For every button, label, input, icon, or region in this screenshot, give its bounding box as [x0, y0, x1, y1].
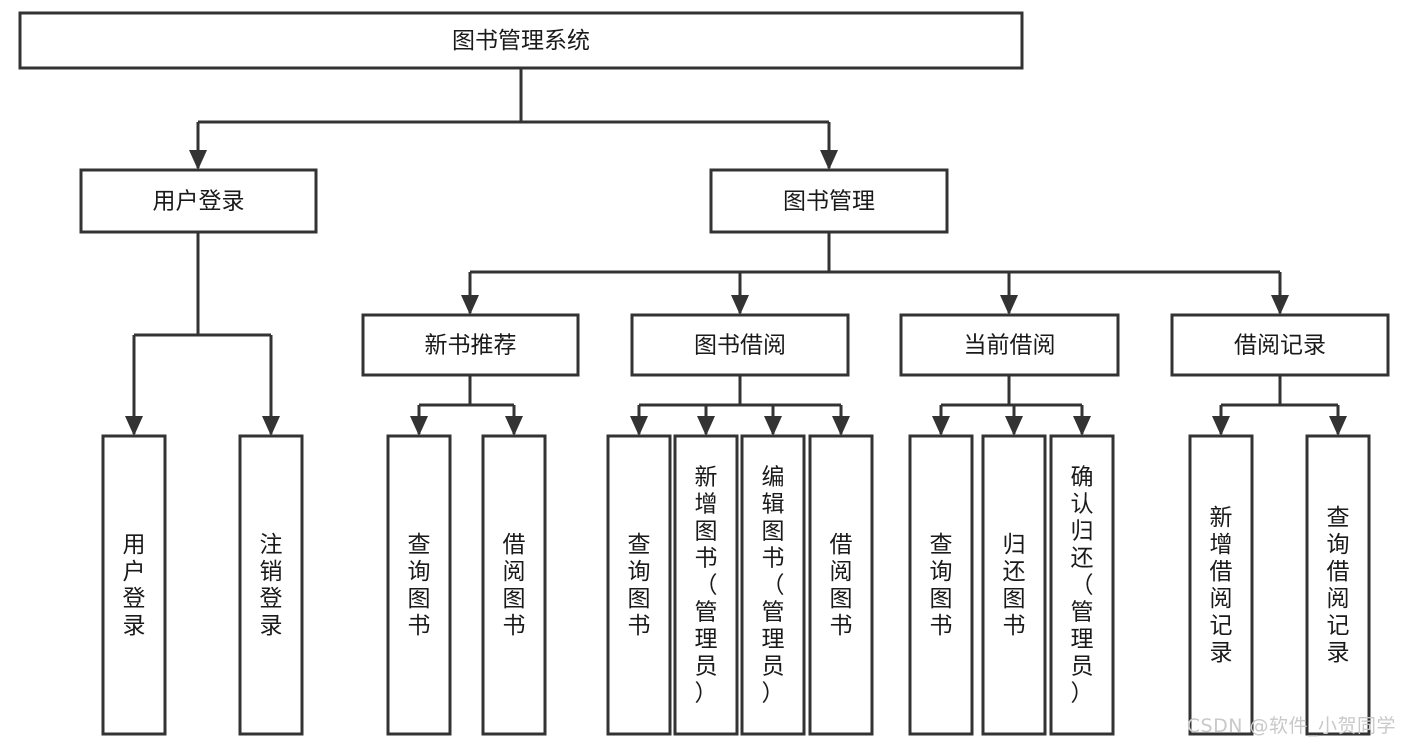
node-label-leaf-borrow-book-rec: 借阅图书: [503, 532, 526, 639]
node-label-leaf-add-borrow-record: 新增借阅记录: [1210, 505, 1233, 666]
node-book-borrow[interactable]: 图书借阅: [630, 313, 850, 377]
node-label-leaf-query-borrow-record: 查询借阅记录: [1327, 505, 1350, 666]
node-leaf-logout[interactable]: 注销登录: [238, 434, 304, 736]
node-label-leaf-query-book-current: 查询图书: [930, 532, 953, 639]
node-leaf-query-book-current[interactable]: 查询图书: [908, 434, 974, 736]
node-box-leaf-query-borrow-record[interactable]: [1305, 434, 1371, 736]
connector-new-book-recommend: [410, 375, 523, 436]
node-box-leaf-logout[interactable]: [238, 434, 304, 736]
connector-current-borrow: [932, 375, 1091, 436]
node-new-book-recommend[interactable]: 新书推荐: [361, 313, 580, 377]
node-label-new-book-recommend: 新书推荐: [425, 333, 517, 359]
connector-book-manage: [461, 232, 1289, 315]
node-box-leaf-user-login[interactable]: [101, 434, 167, 736]
node-leaf-add-borrow-record[interactable]: 新增借阅记录: [1188, 434, 1254, 736]
node-label-leaf-user-login: 用户登录: [123, 532, 146, 639]
node-leaf-user-login[interactable]: 用户登录: [101, 434, 167, 736]
node-label-leaf-query-book-rec: 查询图书: [408, 532, 431, 639]
node-box-leaf-add-borrow-record[interactable]: [1188, 434, 1254, 736]
connectors-layer: [125, 68, 1347, 436]
node-box-user-login[interactable]: [79, 168, 318, 234]
node-leaf-borrow-book[interactable]: 借阅图书: [808, 434, 874, 736]
node-leaf-return-book[interactable]: 归还图书: [981, 434, 1047, 736]
node-box-leaf-edit-book-admin[interactable]: [740, 434, 806, 736]
node-box-leaf-borrow-book[interactable]: [808, 434, 874, 736]
node-leaf-query-borrow-record[interactable]: 查询借阅记录: [1305, 434, 1371, 736]
node-label-leaf-query-book-borrow: 查询图书: [628, 532, 651, 639]
node-borrow-record[interactable]: 借阅记录: [1170, 313, 1390, 377]
node-leaf-add-book-admin[interactable]: 新增图书（管理员）: [673, 434, 739, 736]
node-leaf-confirm-return-admin[interactable]: 确认归还（管理员）: [1049, 434, 1115, 736]
node-book-manage[interactable]: 图书管理: [709, 168, 949, 234]
connector-user-login: [125, 232, 280, 436]
connector-book-borrow: [630, 375, 850, 436]
node-box-leaf-confirm-return-admin[interactable]: [1049, 434, 1115, 736]
node-box-book-borrow[interactable]: [630, 313, 850, 377]
node-label-leaf-logout: 注销登录: [260, 532, 283, 639]
node-user-login[interactable]: 用户登录: [79, 168, 318, 234]
node-label-book-borrow: 图书借阅: [694, 333, 786, 359]
node-label-leaf-add-book-admin: 新增图书（管理员）: [695, 465, 718, 707]
node-box-leaf-borrow-book-rec[interactable]: [481, 434, 547, 736]
nodes-layer: 图书管理系统用户登录图书管理新书推荐图书借阅当前借阅借阅记录用户登录注销登录查询…: [18, 11, 1390, 736]
connector-borrow-record: [1212, 375, 1347, 436]
node-label-leaf-return-book: 归还图书: [1003, 532, 1026, 639]
node-label-leaf-edit-book-admin: 编辑图书（管理员）: [762, 465, 785, 707]
node-label-leaf-confirm-return-admin: 确认归还（管理员）: [1071, 465, 1094, 707]
node-box-book-manage[interactable]: [709, 168, 949, 234]
node-leaf-query-book-borrow[interactable]: 查询图书: [606, 434, 672, 736]
node-box-root[interactable]: [18, 11, 1024, 70]
csdn-watermark: CSDN @软件_小贺同学: [1187, 715, 1396, 737]
node-box-leaf-return-book[interactable]: [981, 434, 1047, 736]
node-leaf-query-book-rec[interactable]: 查询图书: [386, 434, 452, 736]
node-box-leaf-add-book-admin[interactable]: [673, 434, 739, 736]
node-label-borrow-record: 借阅记录: [1234, 333, 1326, 359]
node-current-borrow[interactable]: 当前借阅: [899, 313, 1120, 377]
connector-root: [189, 68, 838, 170]
node-box-leaf-query-book-rec[interactable]: [386, 434, 452, 736]
node-box-leaf-query-book-current[interactable]: [908, 434, 974, 736]
node-leaf-borrow-book-rec[interactable]: 借阅图书: [481, 434, 547, 736]
node-label-user-login: 用户登录: [153, 189, 245, 215]
node-leaf-edit-book-admin[interactable]: 编辑图书（管理员）: [740, 434, 806, 736]
node-box-new-book-recommend[interactable]: [361, 313, 580, 377]
node-box-leaf-query-book-borrow[interactable]: [606, 434, 672, 736]
node-label-leaf-borrow-book: 借阅图书: [830, 532, 853, 639]
node-box-borrow-record[interactable]: [1170, 313, 1390, 377]
node-box-current-borrow[interactable]: [899, 313, 1120, 377]
node-root[interactable]: 图书管理系统: [18, 11, 1024, 70]
node-label-book-manage: 图书管理: [783, 189, 875, 215]
node-label-root: 图书管理系统: [452, 28, 590, 54]
node-label-current-borrow: 当前借阅: [964, 333, 1056, 359]
